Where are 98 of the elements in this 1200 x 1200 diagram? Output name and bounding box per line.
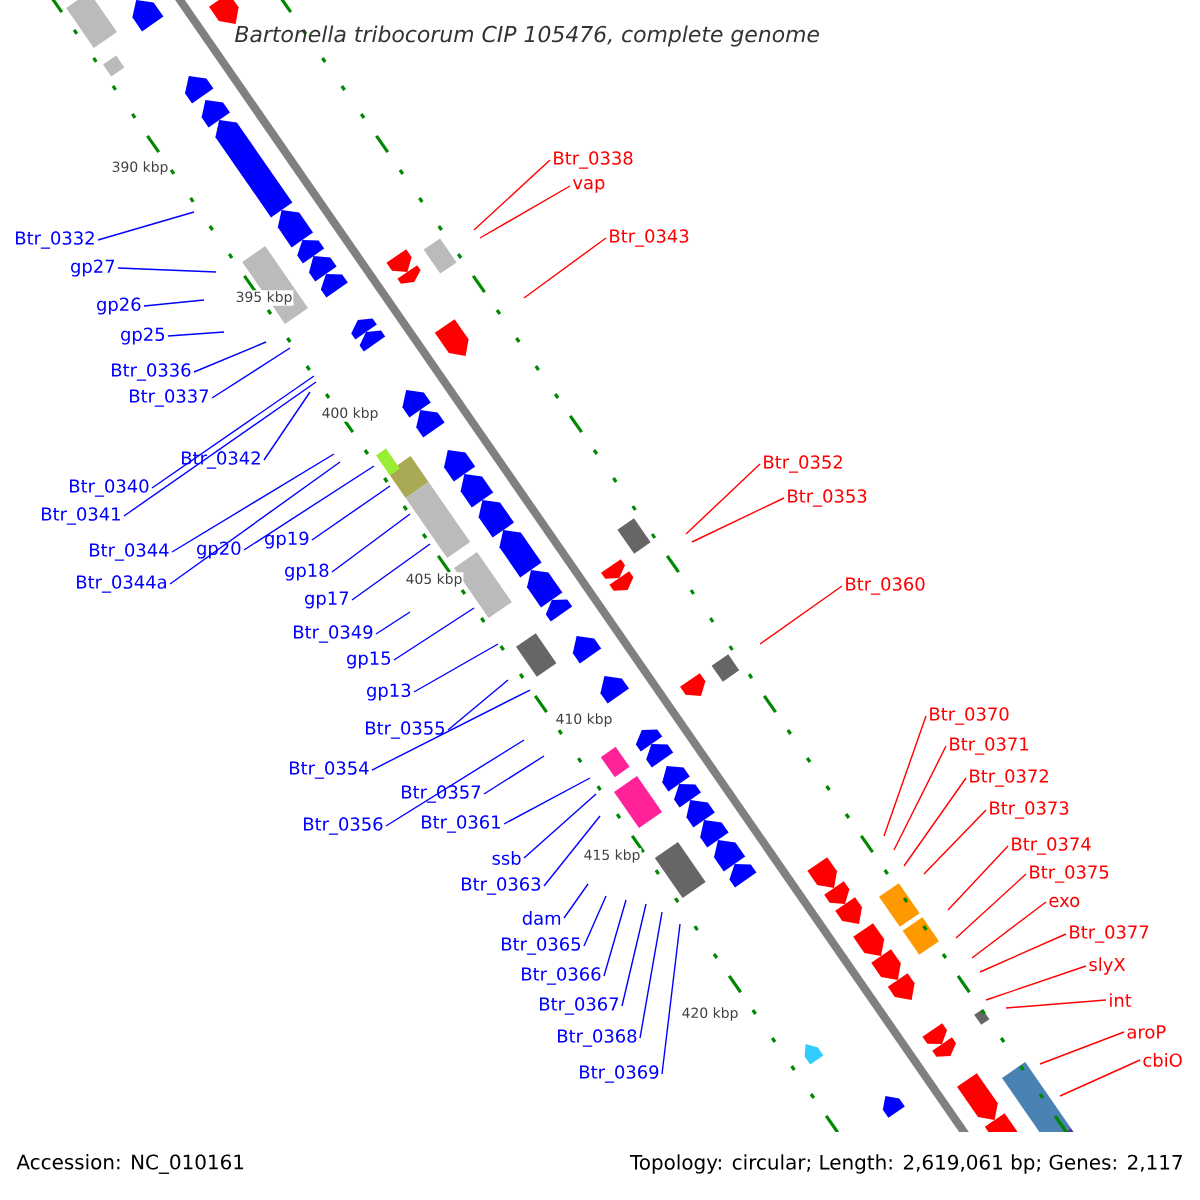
gene-label: int (1110, 993, 1132, 1007)
gene-label: Btr_0372 (970, 769, 1048, 787)
gene-label: cbiO (1143, 1053, 1182, 1067)
gene-label: Btr_0363 (462, 877, 541, 895)
gene-label: exo (1049, 896, 1080, 908)
gene-label: Btr_0375 (1030, 865, 1109, 883)
leader-line (143, 299, 205, 307)
leader-line (331, 513, 411, 573)
gene-label: Btr_0337 (130, 389, 209, 407)
gene-label: Btr_0373 (990, 801, 1069, 819)
gene-label: Btr_0368 (558, 1029, 637, 1047)
leader-line (385, 739, 525, 827)
leader-line (123, 381, 317, 517)
leader-line (375, 611, 411, 635)
leader-line (903, 777, 967, 867)
leader-line (661, 923, 681, 1075)
footer-text: Accession: NC_010161 (16, 1154, 244, 1174)
leader-line (603, 899, 627, 977)
leader-line (583, 895, 607, 947)
leader-line (523, 237, 607, 299)
gene-label: Btr_0377 (1070, 925, 1149, 943)
leader-line (759, 585, 843, 645)
gene-label: gp15 (347, 651, 391, 669)
leader-line (523, 793, 597, 859)
leader-line (193, 341, 267, 373)
title: Bartonella tribocorum CIP 105476, complete genome (235, 25, 819, 47)
gene-label: Btr_0338 (554, 151, 633, 169)
leader-line (639, 911, 663, 1039)
leader-line (167, 331, 225, 337)
leader-line (923, 809, 987, 875)
leader-line (151, 375, 315, 489)
leader-line (351, 543, 431, 601)
leader-line (563, 883, 589, 919)
leader-line (243, 465, 375, 551)
gene-label: Btr_0366 (522, 967, 601, 985)
gene-label: ssb (492, 851, 521, 865)
gene-label: Btr_0349 (294, 625, 373, 643)
gene-label: gp26 (97, 297, 141, 315)
leader-line (211, 347, 291, 399)
gene-label: Btr_0343 (610, 229, 689, 247)
gene-label: dam (522, 911, 561, 925)
leader-line (1005, 999, 1107, 1009)
gene-label: gp13 (367, 683, 411, 701)
leader-line (543, 815, 601, 887)
footer-text: Topology: circular; Length: 2,619,061 bp; Genes: 2,117 (629, 1154, 1182, 1174)
gene-label: Btr_0353 (788, 489, 867, 507)
gene-label: Btr_0340 (70, 479, 149, 497)
gene-label: gp27 (71, 259, 115, 277)
leader-line (503, 777, 591, 825)
gene-label: Btr_0371 (950, 737, 1029, 755)
gene-label: Btr_0365 (502, 937, 581, 955)
leader-line (263, 391, 311, 461)
gene-label: Btr_0336 (112, 363, 191, 381)
gene-label: Btr_0374 (1012, 837, 1091, 855)
leader-line (893, 745, 947, 851)
leader-line (371, 689, 531, 771)
leader-line (1059, 1059, 1141, 1097)
gene-label: Btr_0354 (290, 761, 369, 779)
gene-label: Btr_0367 (540, 997, 619, 1015)
gene-label: Btr_0344 (90, 543, 169, 561)
leader-line (479, 185, 571, 239)
leader-line (473, 159, 551, 231)
gene-label: gp18 (285, 563, 329, 581)
leader-line (393, 607, 475, 661)
gene-label: Btr_0356 (304, 817, 383, 835)
leader-line (979, 933, 1067, 973)
leader-line (883, 715, 927, 837)
leader-line (621, 903, 647, 1007)
gene-label: Btr_0370 (930, 707, 1009, 725)
gene-label: Btr_0332 (16, 231, 94, 249)
gene-label: gp25 (121, 327, 165, 345)
leader-line (985, 965, 1087, 1001)
leader-line (1039, 1031, 1125, 1065)
gene-label: Btr_0355 (366, 721, 445, 739)
leader-line (691, 497, 785, 543)
leader-line (685, 463, 761, 535)
gene-label: aroP (1127, 1025, 1166, 1039)
leader-line (947, 845, 1009, 911)
gene-label: gp19 (265, 531, 309, 549)
leader-line (97, 211, 195, 241)
gene-label: Btr_0344a (77, 575, 166, 593)
gene-label: vap (572, 179, 605, 193)
gene-label: Btr_0360 (846, 577, 925, 595)
leader-line (171, 453, 335, 553)
gene-label: Btr_0361 (422, 815, 500, 833)
leader-line (483, 755, 545, 795)
leader-line (311, 485, 391, 541)
gene-label: Btr_0369 (580, 1065, 659, 1083)
gene-label: Btr_0352 (764, 455, 842, 473)
leader-line (117, 267, 217, 273)
gene-label: gp17 (305, 591, 349, 609)
leader-line (447, 679, 509, 731)
leader-line (971, 901, 1047, 959)
gene-label: Btr_0341 (42, 507, 120, 525)
leader-line (955, 873, 1027, 939)
leader-line (413, 643, 499, 693)
leader-line (169, 461, 341, 585)
gene-label: slyX (1089, 957, 1126, 975)
